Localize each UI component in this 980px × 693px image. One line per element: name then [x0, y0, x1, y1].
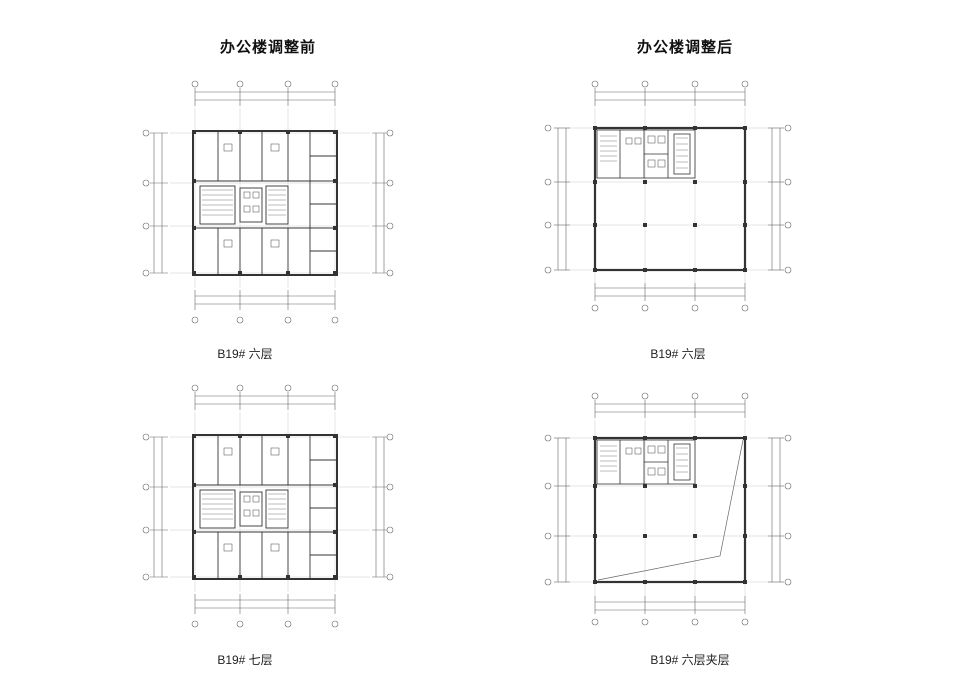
floor-plan-after-6f	[540, 78, 800, 338]
floor-plan-before-7f	[140, 382, 400, 642]
caption-top-right: B19# 六层	[650, 347, 706, 361]
heading-after: 办公楼调整后	[636, 38, 733, 56]
plan-drawing-after-6f	[544, 80, 792, 312]
floor-plan-after-6f-mezzanine	[540, 390, 800, 650]
plan-drawing-before-6f	[142, 80, 394, 324]
heading-before: 办公楼调整前	[219, 38, 316, 56]
caption-top-left: B19# 六层	[217, 347, 273, 361]
caption-bottom-left: B19# 七层	[217, 653, 273, 667]
floor-plan-before-6f	[140, 78, 400, 338]
plan-drawing-before-7f	[142, 384, 394, 628]
plan-drawing-after-6f-mezzanine	[544, 392, 792, 626]
caption-bottom-right: B19# 六层夹层	[650, 653, 730, 667]
